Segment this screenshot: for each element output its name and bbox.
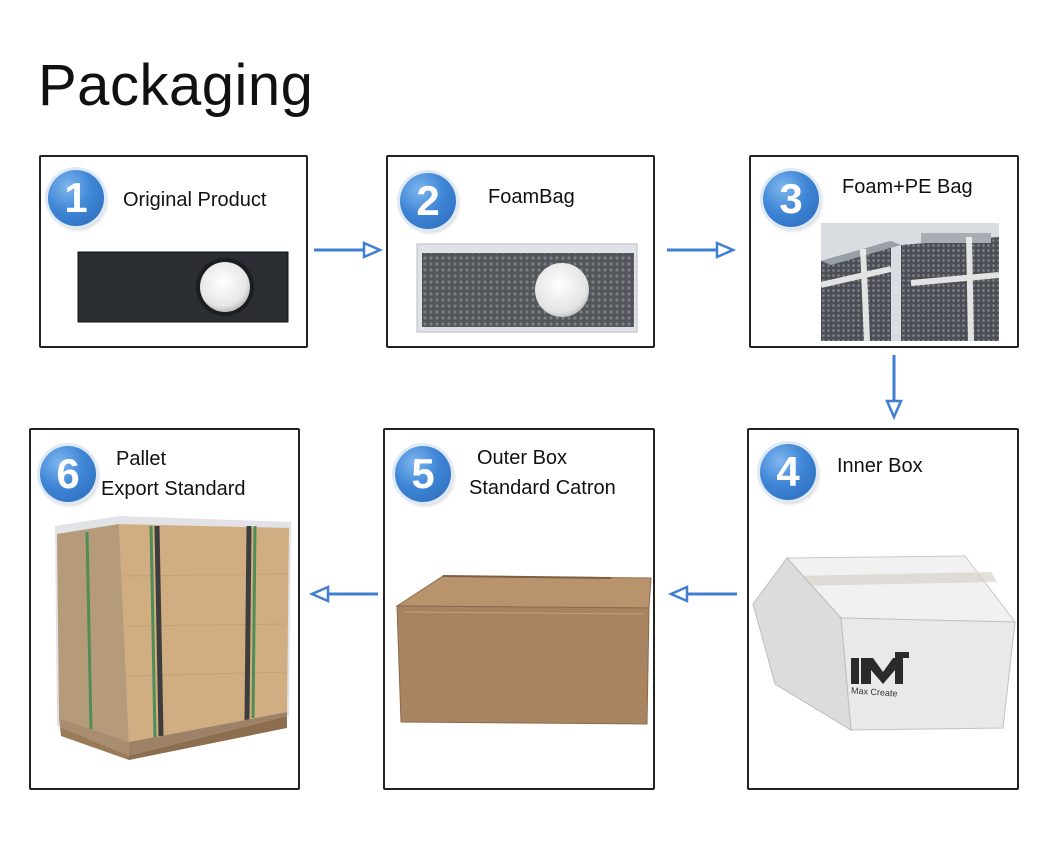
step-2-foam-bag: 2 FoamBag <box>386 155 655 348</box>
arrow-right-icon <box>667 241 737 259</box>
step-number-badge: 6 <box>40 446 96 502</box>
step-number-badge: 4 <box>760 444 816 500</box>
step-5-outer-box: 5 Outer Box Standard Catron <box>383 428 655 790</box>
step-label-line: Standard Catron <box>469 477 616 499</box>
step-label: Inner Box <box>837 451 923 481</box>
arrow-left-icon <box>308 585 378 603</box>
arrow-down-icon <box>885 355 903 421</box>
step-label-line: FoamBag <box>488 186 575 208</box>
step-label: Foam+PE Bag <box>842 172 973 202</box>
step-label: FoamBag <box>488 182 575 212</box>
step-number-badge: 3 <box>763 171 819 227</box>
step-number-badge: 5 <box>395 446 451 502</box>
stacked-panels-image <box>821 223 999 341</box>
step-label-line: Outer Box <box>477 447 568 469</box>
arrow-left-icon <box>667 585 737 603</box>
original-product-image <box>77 251 289 323</box>
step-3-foam-pe-bag: 3 Foam+PE Bag <box>749 155 1019 348</box>
page-title: Packaging <box>38 53 314 118</box>
step-label: Original Product <box>123 185 266 215</box>
step-label-line: Export Standard <box>101 478 246 500</box>
step-label-line: Pallet <box>116 448 167 470</box>
step-4-inner-box: 4 Inner Box Max Create <box>747 428 1019 790</box>
foam-bag-image <box>416 243 638 333</box>
step-1-original-product: 1 Original Product <box>39 155 308 348</box>
step-label-line: Inner Box <box>837 455 923 477</box>
step-label-line: Original Product <box>123 189 267 211</box>
step-number-badge: 2 <box>400 173 456 229</box>
step-6-pallet: 6 Pallet Export Standard <box>29 428 300 790</box>
step-label: Outer Box Standard Catron <box>469 443 616 503</box>
pallet-image <box>55 516 291 760</box>
outer-box-image <box>395 575 652 725</box>
inner-box-image <box>752 555 1017 731</box>
step-label-line: Foam+PE Bag <box>842 176 973 198</box>
step-number-badge: 1 <box>48 170 104 226</box>
step-label: Pallet Export Standard <box>101 444 246 504</box>
arrow-right-icon <box>314 241 384 259</box>
